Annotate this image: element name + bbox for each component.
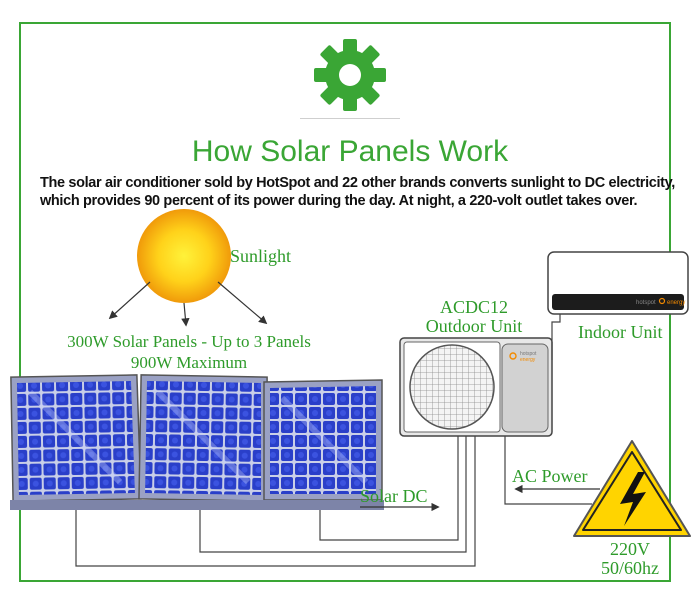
solar-panel-2 [138,374,268,510]
page-subtitle: The solar air conditioner sold by HotSpo… [40,175,675,209]
frequency-label: 50/60hz [601,558,659,578]
solar-panel-3 [262,379,384,510]
ac-power-label: AC Power [512,466,588,486]
header-divider [300,118,400,119]
page-title: How Solar Panels Work [191,135,509,168]
solar-panel-1 [10,374,142,510]
outdoor-brand-line1: hotspot [520,351,537,357]
panels-label-line1: 300W Solar Panels - Up to 3 Panels [67,332,311,351]
outdoor-unit-label-line2: Outdoor Unit [425,316,523,336]
indoor-brand: hotspot [636,300,656,306]
high-voltage-icon [573,440,691,537]
indoor-brand-energy: energy [667,300,685,306]
sunlight-label: Sunlight [230,246,292,266]
indoor-unit: hotspot energy [547,251,689,315]
panels-label-line2: 900W Maximum [130,353,248,372]
outdoor-unit: hotspot energy [399,337,553,437]
outdoor-unit-label-line1: ACDC12 [439,297,508,317]
indoor-unit-label: Indoor Unit [578,322,663,342]
voltage-label: 220V [610,539,650,559]
outdoor-brand-line2: energy [520,357,536,363]
solar-dc-label: Solar DC [360,486,428,506]
sun-icon [137,209,231,303]
gear-icon [313,38,387,112]
